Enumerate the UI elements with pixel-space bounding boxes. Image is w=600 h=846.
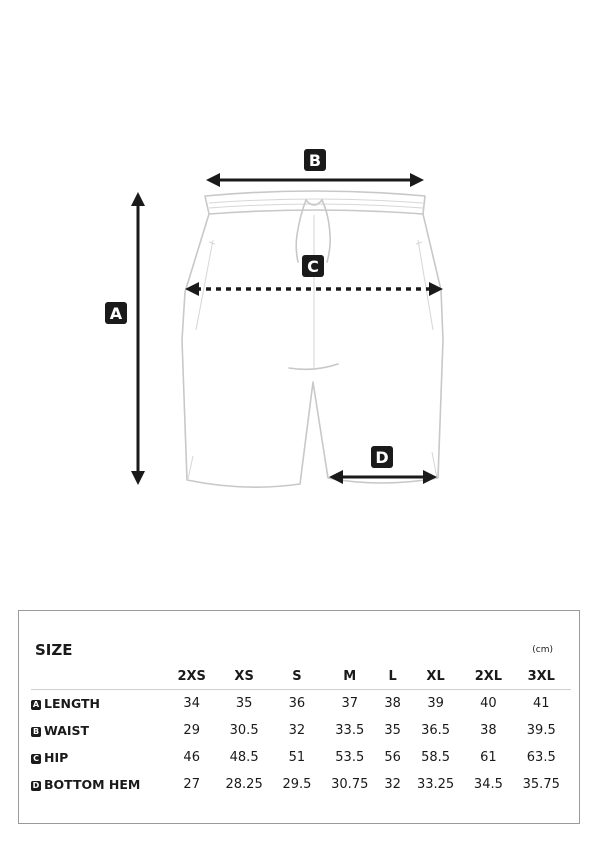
table-cell: 38 [480, 723, 497, 738]
table-cell: 32 [384, 777, 401, 792]
dimension-b: B [206, 149, 424, 187]
table-cell: 29 [183, 723, 200, 738]
table-cell: 35 [384, 723, 401, 738]
size-chart-title: SIZE [35, 641, 73, 659]
table-cell: 46 [183, 750, 200, 765]
table-cell: 34.5 [473, 777, 503, 792]
dimension-d: D [329, 446, 437, 484]
row-marker-badge: C [31, 754, 41, 764]
table-cell: 39.5 [526, 723, 556, 738]
row-label-text: WAIST [44, 723, 90, 738]
table-cell: 36 [288, 696, 306, 711]
size-header: XL [426, 668, 445, 684]
marker-d-label: D [375, 448, 388, 467]
dimension-a: A [105, 192, 145, 485]
unit-label: (cm) [532, 645, 553, 655]
shorts-outline [181, 190, 444, 488]
table-cell: 53.5 [335, 750, 365, 765]
row-label-text: BOTTOM HEM [44, 777, 141, 792]
marker-b-label: B [309, 151, 321, 170]
size-header: M [343, 668, 357, 684]
table-cell: 34 [183, 696, 200, 711]
dimension-c: C [185, 255, 443, 296]
marker-c-label: C [307, 257, 319, 276]
table-cell: 58.5 [421, 750, 451, 765]
row-label-text: HIP [44, 750, 69, 765]
table-cell: 51 [288, 750, 306, 765]
table-cell: 36.5 [421, 723, 451, 738]
table-cell: 33.25 [416, 777, 455, 792]
size-header: 2XS [177, 668, 206, 684]
table-cell: 35 [235, 696, 253, 711]
row-marker-badge: B [31, 727, 41, 737]
table-cell: 27 [183, 777, 200, 792]
table-cell: 30.75 [331, 777, 369, 792]
size-header: XS [234, 668, 254, 684]
table-cell: 38 [384, 696, 401, 711]
size-header: S [292, 668, 302, 684]
size-header: L [388, 668, 397, 684]
size-header: 2XL [474, 668, 503, 684]
header-blank [31, 663, 169, 690]
table-cell: 41 [532, 696, 550, 711]
table-cell: 28.25 [225, 777, 263, 792]
table-cell: 37 [341, 696, 359, 711]
table-cell: 61 [480, 750, 497, 765]
table-cell: 63.5 [526, 750, 556, 765]
table-cell: 40 [480, 696, 497, 711]
table-cell: 48.5 [229, 750, 259, 765]
table-cell: 30.5 [229, 723, 259, 738]
shorts-measurement-diagram: A B C D [105, 149, 444, 488]
size-header: 3XL [527, 668, 555, 684]
table-cell: 39 [427, 696, 444, 711]
size-header-row: 2XS XS S M L XL 2XL 3XL [31, 663, 571, 690]
table-cell: 35.75 [522, 777, 560, 792]
marker-a-label: A [110, 304, 123, 323]
table-cell: 32 [288, 723, 306, 738]
row-marker-badge: A [31, 700, 41, 710]
table-cell: 33.5 [335, 723, 365, 738]
row-marker-badge: D [31, 781, 41, 791]
row-label-text: LENGTH [44, 696, 100, 711]
table-cell: 56 [384, 750, 401, 765]
table-cell: 29.5 [282, 777, 312, 792]
